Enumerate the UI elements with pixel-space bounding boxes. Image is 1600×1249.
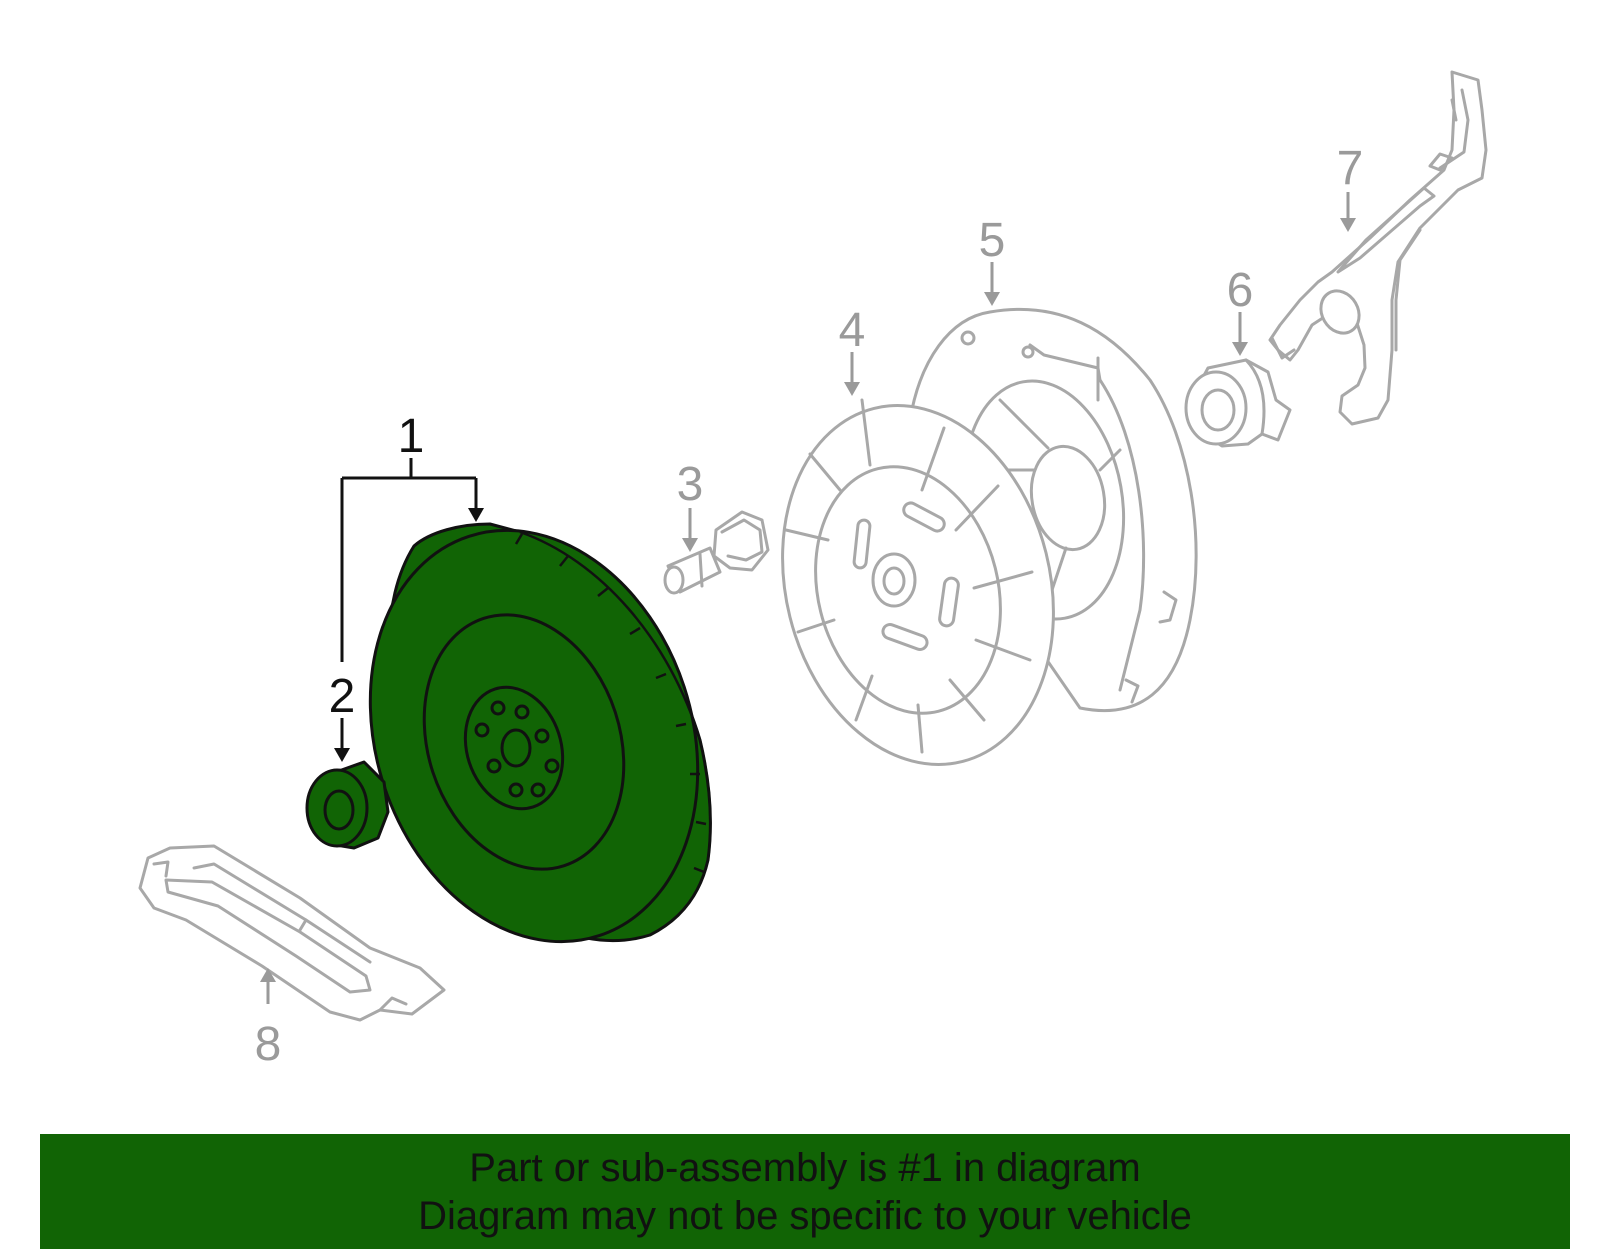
callout-4: 4 xyxy=(839,304,866,357)
banner-line-1: Part or sub-assembly is #1 in diagram xyxy=(469,1145,1141,1190)
part-7-release-fork xyxy=(1268,70,1488,426)
callout-7: 7 xyxy=(1337,142,1364,195)
leader-4 xyxy=(844,352,860,396)
banner-line-2: Diagram may not be specific to your vehi… xyxy=(418,1193,1192,1238)
leader-3 xyxy=(682,508,698,552)
callout-1: 1 xyxy=(398,410,425,463)
callout-8: 8 xyxy=(255,1018,282,1071)
info-banner: Part or sub-assembly is #1 in diagram Di… xyxy=(40,1134,1570,1249)
part-2-pilot-bearing xyxy=(305,760,390,850)
part-8-cover-plate xyxy=(138,844,446,1022)
part-1-flywheel xyxy=(368,522,712,944)
callout-3: 3 xyxy=(677,458,704,511)
leader-7 xyxy=(1340,192,1356,232)
callout-5: 5 xyxy=(979,214,1006,267)
part-4-clutch-disc xyxy=(781,398,1055,766)
leader-2 xyxy=(334,718,350,762)
callout-6: 6 xyxy=(1227,264,1254,317)
part-6-release-bearing xyxy=(1184,358,1292,448)
callout-2: 2 xyxy=(329,670,356,723)
leader-5 xyxy=(984,262,1000,306)
leader-6 xyxy=(1232,312,1248,356)
part-3-bolt xyxy=(663,510,770,595)
leader-8 xyxy=(260,968,276,1004)
leader-1 xyxy=(340,458,484,662)
